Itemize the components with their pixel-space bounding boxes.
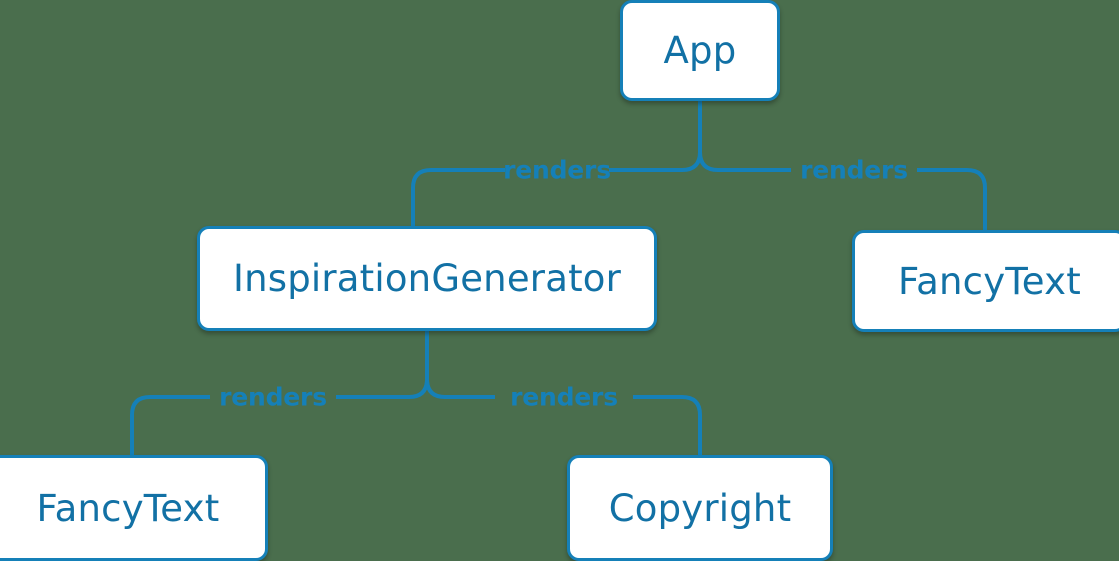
edge-label-app-to-inspirationgenerator: renders: [503, 155, 611, 185]
edge-label-app-to-fancytext-right: renders: [800, 155, 908, 185]
edge-app-to-fancytext-right: [698, 151, 987, 230]
edge-inspirationgenerator-to-copyright: [425, 378, 702, 455]
node-fancytext-left-label: FancyText: [36, 486, 220, 530]
edge-label-inspirationgenerator-to-copyright: renders: [510, 382, 618, 412]
node-fancytext-right[interactable]: FancyText: [852, 230, 1119, 332]
node-fancytext-right-label: FancyText: [898, 259, 1081, 303]
node-copyright-label: Copyright: [608, 486, 792, 530]
edge-label-inspirationgenerator-to-fancytext-left: renders: [219, 382, 327, 412]
node-inspiration-generator-label: InspirationGenerator: [232, 257, 622, 300]
node-copyright[interactable]: Copyright: [567, 455, 833, 561]
node-fancytext-left[interactable]: FancyText: [0, 455, 268, 561]
node-app-label: App: [663, 29, 737, 72]
node-inspiration-generator[interactable]: InspirationGenerator: [197, 226, 657, 331]
node-app[interactable]: App: [620, 0, 780, 101]
